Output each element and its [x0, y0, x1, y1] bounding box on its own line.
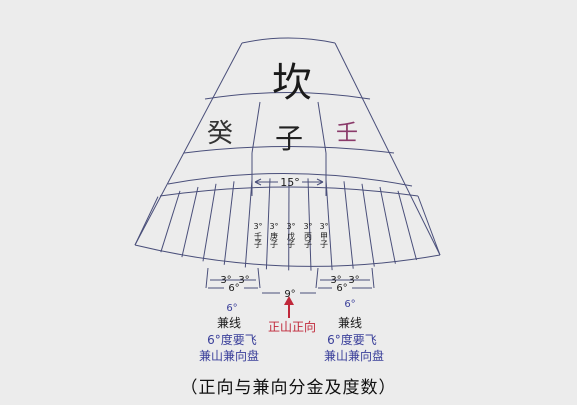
sector-ray: [418, 196, 440, 255]
sub-sector-labels: 3°壬子3°庚子3°戊子3°丙子3°甲子: [253, 222, 328, 248]
measure-right-pair-b: 3°: [348, 275, 359, 286]
left-note-2: 兼山兼向盘: [199, 348, 259, 363]
trigram-label: 坎: [272, 60, 312, 106]
sector-ray: [380, 187, 395, 264]
sub-sector-degree: 3°: [286, 222, 295, 231]
sector-ray: [224, 181, 234, 264]
sector-ray: [362, 184, 374, 267]
mountain-divider-left: [252, 102, 260, 153]
right-degree: 6°: [344, 299, 355, 310]
sub-sector-name: 壬子: [254, 231, 263, 248]
mountain-right: 壬: [336, 121, 358, 146]
measure-right-v1: [316, 268, 318, 288]
sub-sector-name: 甲子: [320, 232, 329, 248]
sub-sector-degree: 3°: [303, 222, 312, 231]
sector-ray: [135, 197, 158, 245]
measure-right-v2: [372, 268, 374, 288]
sub-sector-degree: 3°: [319, 222, 328, 231]
sector-ray: [161, 191, 180, 252]
measure-center-nine: 9°: [284, 289, 295, 300]
sub-sector-degree: 3°: [253, 222, 262, 231]
right-note-1: 6°度要飞: [327, 332, 377, 347]
sector-ray: [245, 180, 252, 268]
sub-sector-name: 丙子: [304, 232, 313, 248]
sector-ray: [344, 181, 353, 268]
sector-ray: [203, 184, 216, 261]
mountain-center: 子: [275, 122, 303, 155]
mountain-left: 癸: [207, 119, 233, 149]
sub-sector-name: 戊子: [287, 231, 296, 248]
outer-arc: [242, 38, 335, 43]
measure-left-v1: [206, 268, 208, 288]
measure-left-six: 6°: [228, 283, 239, 294]
left-degree: 6°: [226, 303, 237, 314]
left-jian-label: 兼线: [217, 316, 241, 330]
right-note-2: 兼山兼向盘: [324, 348, 384, 363]
sector-ray: [182, 187, 198, 257]
span-label: 15°: [280, 176, 300, 189]
left-note-1: 6°度要飞: [207, 332, 257, 347]
measure-left-pair-b: 3°: [238, 275, 249, 286]
center-zhengxiang-label: 正山正向: [268, 319, 316, 334]
measure-right-six: 6°: [336, 283, 347, 294]
mountain-divider-right: [318, 102, 326, 153]
right-jian-label: 兼线: [338, 316, 362, 330]
figure-caption: （正向与兼向分金及度数）: [0, 373, 577, 398]
measure-left-v2: [258, 268, 260, 288]
sub-sector-degree: 3°: [269, 222, 278, 231]
sub-sector-name: 庚子: [270, 231, 279, 248]
